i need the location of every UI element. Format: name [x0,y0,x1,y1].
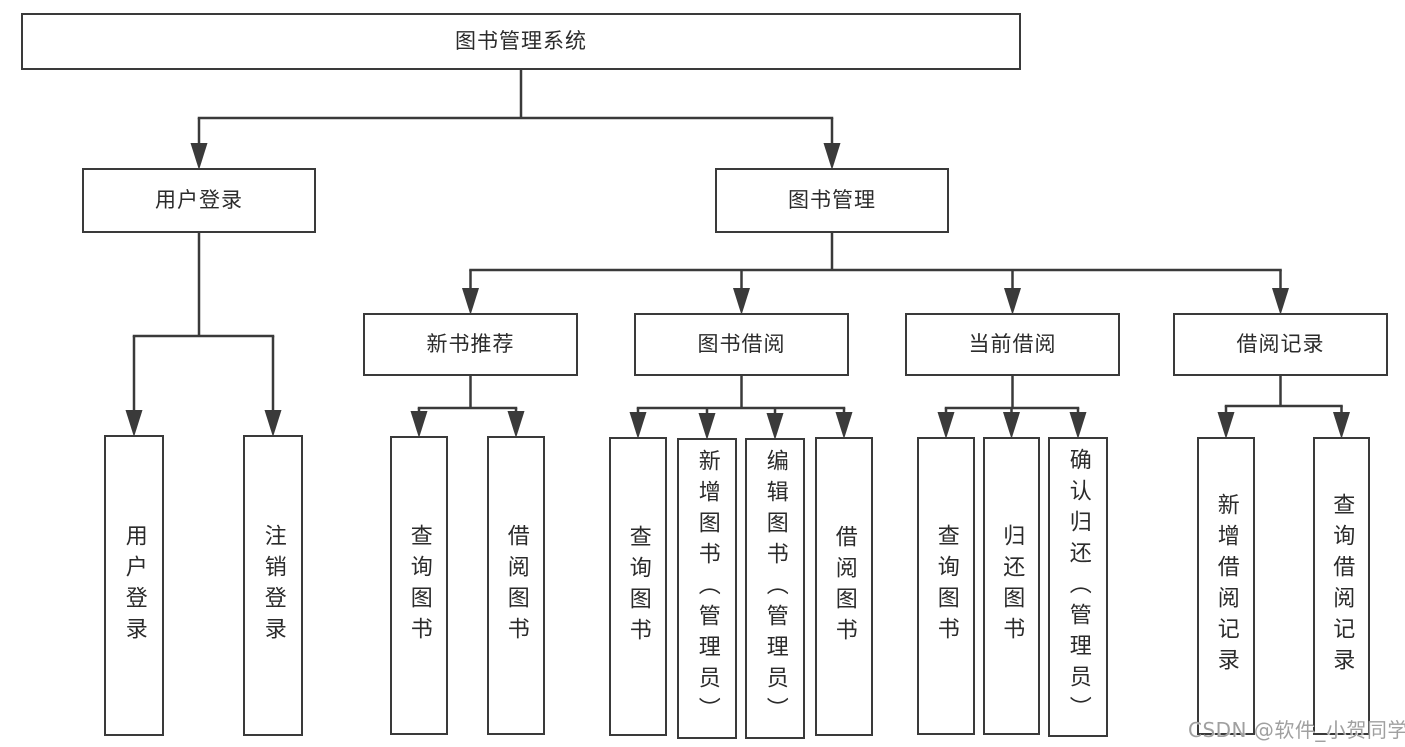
node-return-books: 归还图书 [983,437,1040,735]
node-new-book-rec: 新书推荐 [363,313,578,376]
node-borrow-books-rec: 借阅图书 [487,436,545,735]
node-confirm-return-admin: 确认归还（管理员） [1048,437,1108,737]
node-add-borrow-record: 新增借阅记录 [1197,437,1255,735]
watermark: CSDN @软件_小贺同学 [1188,718,1405,742]
node-user-login-branch: 用户登录 [82,168,316,233]
node-query-borrow-record: 查询借阅记录 [1313,437,1370,735]
node-root: 图书管理系统 [21,13,1021,70]
node-borrow-books-borrow: 借阅图书 [815,437,873,736]
node-book-mgmt-branch: 图书管理 [715,168,949,233]
node-current-borrow: 当前借阅 [905,313,1120,376]
node-query-books-current: 查询图书 [917,437,975,735]
node-query-books-rec: 查询图书 [390,436,448,735]
node-user-login: 用户登录 [104,435,164,736]
node-user-logout: 注销登录 [243,435,303,736]
node-edit-books-admin: 编辑图书（管理员） [745,438,805,739]
node-book-borrow: 图书借阅 [634,313,849,376]
node-borrow-records: 借阅记录 [1173,313,1388,376]
node-add-books-admin: 新增图书（管理员） [677,438,737,739]
node-query-books-borrow: 查询图书 [609,437,667,736]
